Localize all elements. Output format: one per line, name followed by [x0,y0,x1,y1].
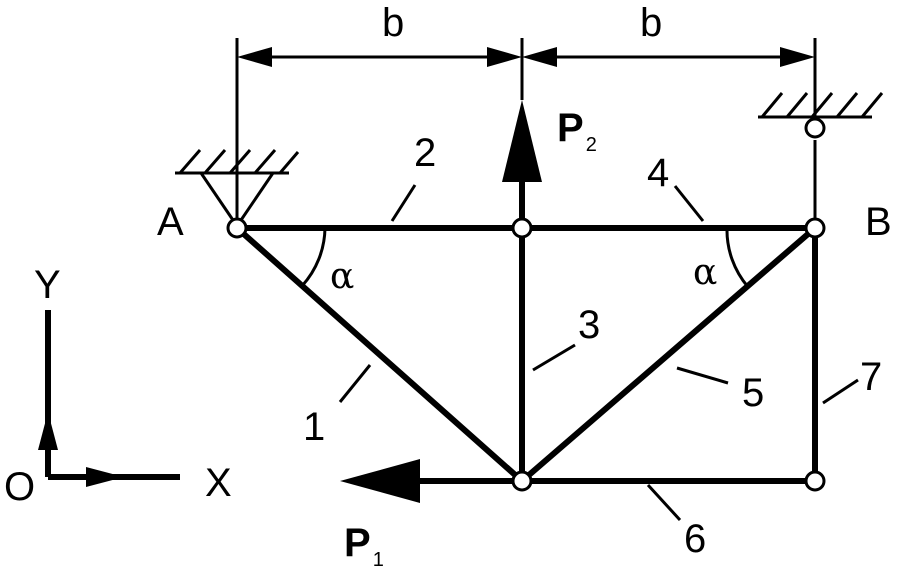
member-label-5: 5 [742,371,764,415]
member-label-3: 3 [578,303,600,347]
member-label-6: 6 [684,517,706,561]
joint-bottom-right [804,470,826,492]
member-label-4: 4 [647,151,669,195]
angle-arc-left [300,227,327,288]
force-p2-arrow [502,100,542,228]
member-1 [234,225,525,484]
truss-members [234,225,818,484]
axis-label-x: X [205,461,232,505]
joint-a [226,217,248,239]
joint-top-middle [511,217,533,239]
member-label-7: 7 [860,355,882,399]
support-b [758,92,884,218]
axis-label-origin: O [4,465,35,509]
member-label-leaders [338,184,859,522]
node-label-b: B [865,200,892,244]
member-label-2: 2 [414,131,436,175]
angle-label-right: α [693,252,717,293]
dimension-arrowheads [237,47,815,67]
dimension-label-left: b [382,1,404,45]
joint-support-b [804,117,826,139]
force-p1-arrow [340,459,522,503]
angle-label-left: α [330,256,354,297]
pin-support-a [175,149,300,227]
member-label-1: 1 [303,405,325,449]
member-5 [519,225,818,484]
truss-joints [226,117,826,492]
angle-arc-right [725,227,750,288]
dimension-lines [235,38,817,228]
coordinate-axes [38,310,180,487]
joint-b [804,217,826,239]
joint-bottom-middle [511,470,533,492]
axis-label-y: Y [34,263,61,307]
dimension-label-right: b [640,1,662,45]
node-label-a: A [157,200,184,244]
